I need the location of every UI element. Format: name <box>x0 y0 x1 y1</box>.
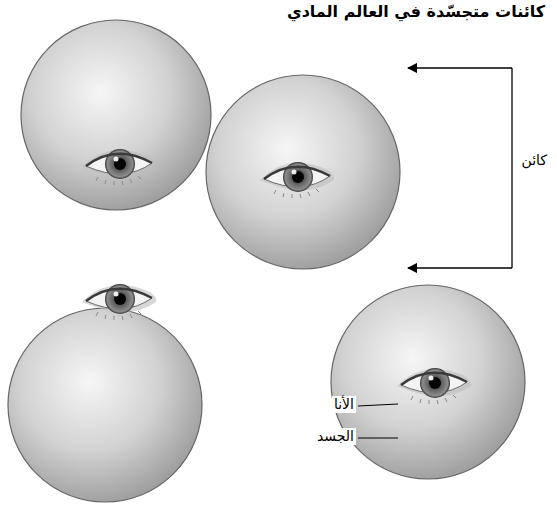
bracket-line <box>511 68 512 268</box>
eye <box>82 149 156 185</box>
diagram-title: كائنات متجسّدة في العالم المادي <box>285 2 547 21</box>
bracket-label: كائن <box>520 152 549 169</box>
body-sphere <box>21 20 211 210</box>
eye <box>82 284 156 320</box>
eye <box>397 368 471 404</box>
leader-line <box>358 438 398 439</box>
body-sphere <box>206 75 400 269</box>
bracket-arrow <box>408 67 512 68</box>
leader-line <box>358 404 398 406</box>
bracket-arrow <box>408 267 512 268</box>
part-label: الجسد <box>315 428 356 445</box>
part-label: الأنا <box>332 396 356 413</box>
body-sphere <box>8 308 202 502</box>
eye <box>260 162 334 198</box>
body-sphere <box>331 285 525 479</box>
